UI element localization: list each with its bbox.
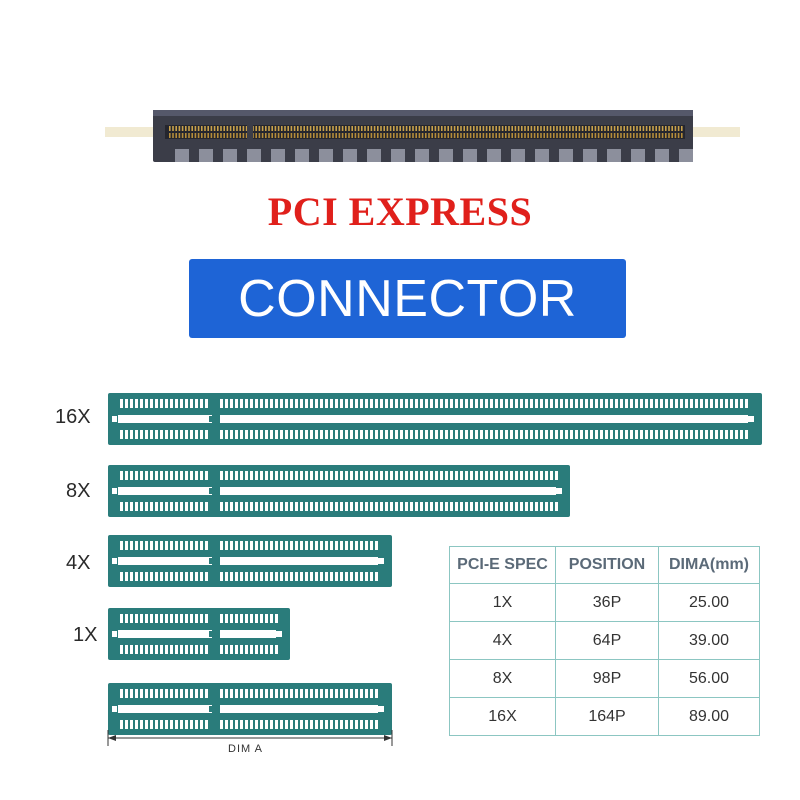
table-row: 16X 164P 89.00	[449, 697, 760, 736]
header-cell: DIMA(mm)	[658, 546, 760, 584]
table-cell: 64P	[555, 621, 659, 660]
dimension-label: DIM A	[228, 743, 263, 755]
table-row: 1X 36P 25.00	[449, 583, 760, 622]
table-cell: 164P	[555, 697, 659, 736]
table-cell: 56.00	[658, 659, 760, 698]
table-cell: 98P	[555, 659, 659, 698]
slot-16x	[108, 393, 762, 445]
slot-footprints	[107, 393, 762, 746]
slot-8x	[108, 465, 570, 517]
table-header-row: PCI-E SPEC POSITION DIMA(mm)	[449, 546, 760, 584]
table-row: 4X 64P 39.00	[449, 621, 760, 660]
table-cell: 36P	[555, 583, 659, 622]
slot-dima	[108, 683, 392, 735]
connector-photo	[105, 110, 740, 162]
slot-label-4x: 4X	[66, 552, 91, 574]
table-row: 8X 98P 56.00	[449, 659, 760, 698]
slot-label-8x: 8X	[66, 480, 91, 502]
dimension-line	[107, 730, 393, 746]
header-cell: POSITION	[555, 546, 659, 584]
header-cell: PCI-E SPEC	[449, 546, 556, 584]
slot-4x	[108, 535, 392, 587]
slot-label-1x: 1X	[73, 624, 98, 646]
table-cell: 89.00	[658, 697, 760, 736]
table-cell: 16X	[449, 697, 556, 736]
table-cell: 25.00	[658, 583, 760, 622]
table-cell: 8X	[449, 659, 556, 698]
slot-label-16x: 16X	[55, 406, 91, 428]
table-cell: 1X	[449, 583, 556, 622]
subtitle-banner: CONNECTOR	[189, 259, 626, 338]
table-cell: 4X	[449, 621, 556, 660]
title: PCI EXPRESS	[267, 189, 533, 234]
slot-1x	[108, 608, 290, 660]
spec-table: PCI-E SPEC POSITION DIMA(mm) 1X 36P 25.0…	[449, 546, 760, 736]
table-cell: 39.00	[658, 621, 760, 660]
subtitle: CONNECTOR	[238, 269, 577, 328]
